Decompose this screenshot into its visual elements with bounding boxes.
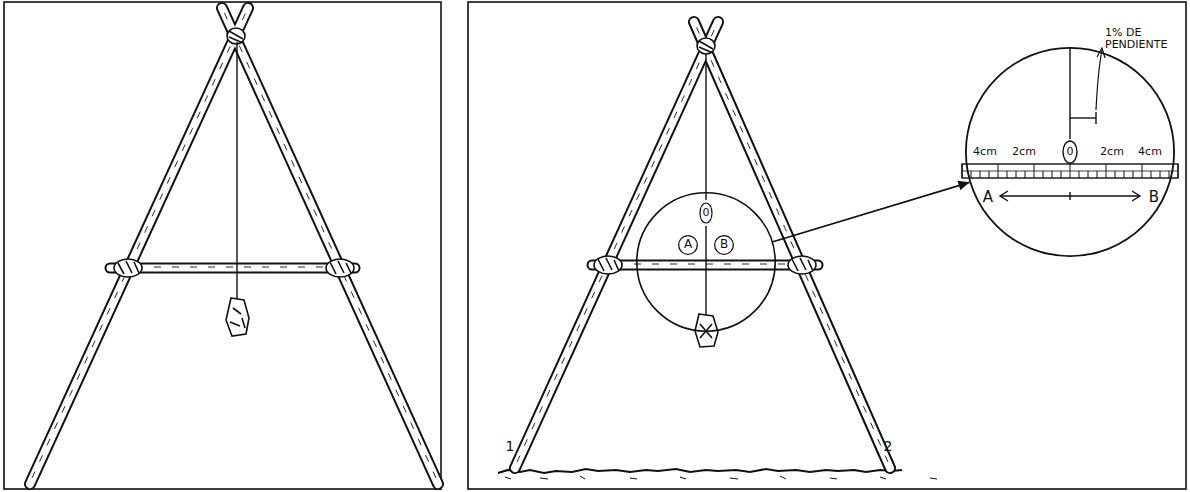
stick-fill [30, 8, 890, 484]
ground-line [498, 469, 902, 473]
ruler-tick [971, 171, 972, 178]
lens-scale [962, 48, 1178, 201]
ruler-tick [1034, 164, 1035, 178]
ruler-tick [1061, 171, 1062, 178]
panel-frame [468, 2, 1186, 489]
stick-outlines [30, 8, 890, 484]
zero-mark: 0 [702, 207, 711, 219]
crossbar-fill [110, 265, 818, 268]
zoom-arrow-line [773, 182, 969, 241]
ruler-tick [1016, 171, 1017, 178]
ruler-tick [1178, 164, 1179, 178]
slope-note: 1% DE PENDIENTE [1105, 27, 1183, 51]
ruler-tick [1097, 171, 1098, 178]
ruler-tick [1052, 171, 1053, 178]
panel-frame [4, 2, 441, 489]
ruler-tick [1169, 171, 1170, 178]
ruler-tick [989, 171, 990, 178]
zoom-arrow [773, 181, 969, 242]
plumb-lines [237, 42, 706, 316]
foot-number: 1 [506, 439, 515, 454]
ruler-tick [1025, 171, 1026, 178]
panel-frames [4, 2, 1186, 489]
ruler-tick [1079, 171, 1080, 178]
ruler-tick [980, 171, 981, 178]
ruler-tick [1088, 171, 1089, 178]
point-letter: B [720, 238, 728, 251]
circle-outline [715, 236, 734, 255]
ruler-ticks [962, 164, 1178, 178]
wood-texture [32, 12, 888, 478]
scale-mark: 4cm [973, 146, 997, 158]
circle-outline [679, 236, 698, 255]
ground-texture [505, 476, 937, 479]
point-circle: B [714, 235, 734, 255]
ruler-tick [1124, 171, 1125, 178]
point-letter: A [684, 238, 692, 251]
ruler-tick [1115, 171, 1116, 178]
magnifier-circle: 1% DE PENDIENTE4cm2cm02cm4cmAB [965, 47, 1175, 257]
zero-oval [700, 203, 712, 223]
crossbar-outlines [110, 265, 818, 268]
rope-bindings [114, 28, 816, 277]
ruler-tick [1106, 164, 1107, 178]
arrow-head [958, 181, 970, 191]
ruler-tick [1133, 171, 1134, 178]
ruler-tick [998, 164, 999, 178]
scale-mark: 2cm [1012, 146, 1036, 158]
point-circle: A [678, 235, 698, 255]
circle-outline [637, 193, 775, 331]
ruler-tick [1070, 164, 1071, 178]
point-letter: A [983, 189, 993, 206]
ruler-tick [1142, 164, 1143, 178]
detail-circle: 0A B [636, 192, 776, 332]
ruler-tick [1160, 171, 1161, 178]
scale-mark: 4cm [1138, 146, 1162, 158]
scale-zero: 0 [1067, 146, 1074, 158]
scale-mark: 2cm [1100, 146, 1124, 158]
ruler-tick [962, 164, 963, 178]
foot-number: 2 [884, 439, 893, 454]
circle-outline [966, 48, 1174, 256]
ruler-tick [1151, 171, 1152, 178]
plumb-stones [226, 298, 718, 347]
ruler-tick [1043, 171, 1044, 178]
ruler-tick [1007, 171, 1008, 178]
point-letter: B [1149, 189, 1159, 206]
